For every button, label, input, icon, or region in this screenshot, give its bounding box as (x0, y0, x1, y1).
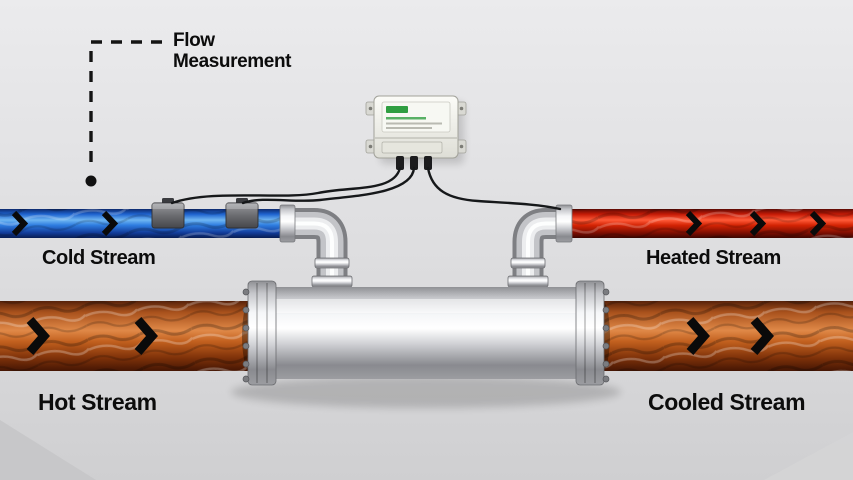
cold-nozzle-flange (311, 275, 353, 288)
sensor-cable-1 (170, 166, 402, 205)
flow-chevron-icon (685, 210, 703, 237)
hot-pipe-texture (0, 301, 252, 371)
mounting-tabs (365, 101, 467, 154)
flow-chevron-icon (134, 317, 158, 355)
terminal-strip (381, 141, 443, 154)
exchanger-flange-left (247, 280, 277, 386)
flow-measurement-label: Flow Measurement (173, 30, 292, 73)
flow-chevron-icon (11, 210, 29, 237)
exchanger-highlight (274, 299, 576, 313)
heated-outlet-elbow (512, 208, 562, 292)
flow-transmitter (365, 95, 467, 170)
mounting-screws (368, 106, 464, 149)
heated-pipe-coupling (555, 204, 573, 243)
flow-chevron-icon (749, 210, 767, 237)
sensor-cable-3 (426, 166, 562, 211)
flow-chevron-icon (809, 210, 827, 237)
flow-chevron-icon (26, 317, 50, 355)
heated-stream-pipe (555, 204, 853, 243)
cooled-stream-pipe (592, 299, 853, 373)
sensor-cable-2 (241, 166, 416, 205)
hot-stream-label: Hot Stream (38, 389, 157, 415)
flow-chevrons (11, 210, 827, 355)
cable-glands (396, 156, 432, 170)
heated-stream-label: Heated Stream (646, 247, 781, 269)
flange-bolts (242, 288, 610, 383)
annotation-pointer (85, 40, 162, 187)
flow-chevron-icon (750, 317, 774, 355)
sensor-cables (170, 166, 562, 211)
brand-logo-icon (386, 106, 408, 113)
exchanger-shadow (231, 376, 621, 408)
heated-nozzle-flange (507, 275, 549, 288)
annotation-dashed-line (89, 40, 162, 170)
ultrasonic-sensor-1 (151, 198, 185, 229)
cold-stream-label: Cold Stream (42, 247, 156, 269)
cold-pipe-coupling (279, 204, 296, 243)
floor-corner-right (764, 432, 853, 480)
heat-exchanger (242, 280, 610, 386)
annotation-dot (85, 175, 97, 187)
heated-pipe-texture (560, 209, 853, 238)
cooled-pipe-texture (600, 301, 853, 371)
cooled-stream-label: Cooled Stream (648, 389, 806, 415)
cold-inlet-elbow (290, 208, 348, 292)
floor-corner-left (0, 420, 96, 480)
cold-elbow-collar (314, 257, 350, 269)
flow-chevron-icon (686, 317, 710, 355)
flow-chevron-icon (101, 210, 119, 237)
heated-elbow-collar (510, 257, 546, 269)
exchanger-flange-right (575, 280, 605, 386)
ultrasonic-sensor-2 (225, 198, 259, 229)
